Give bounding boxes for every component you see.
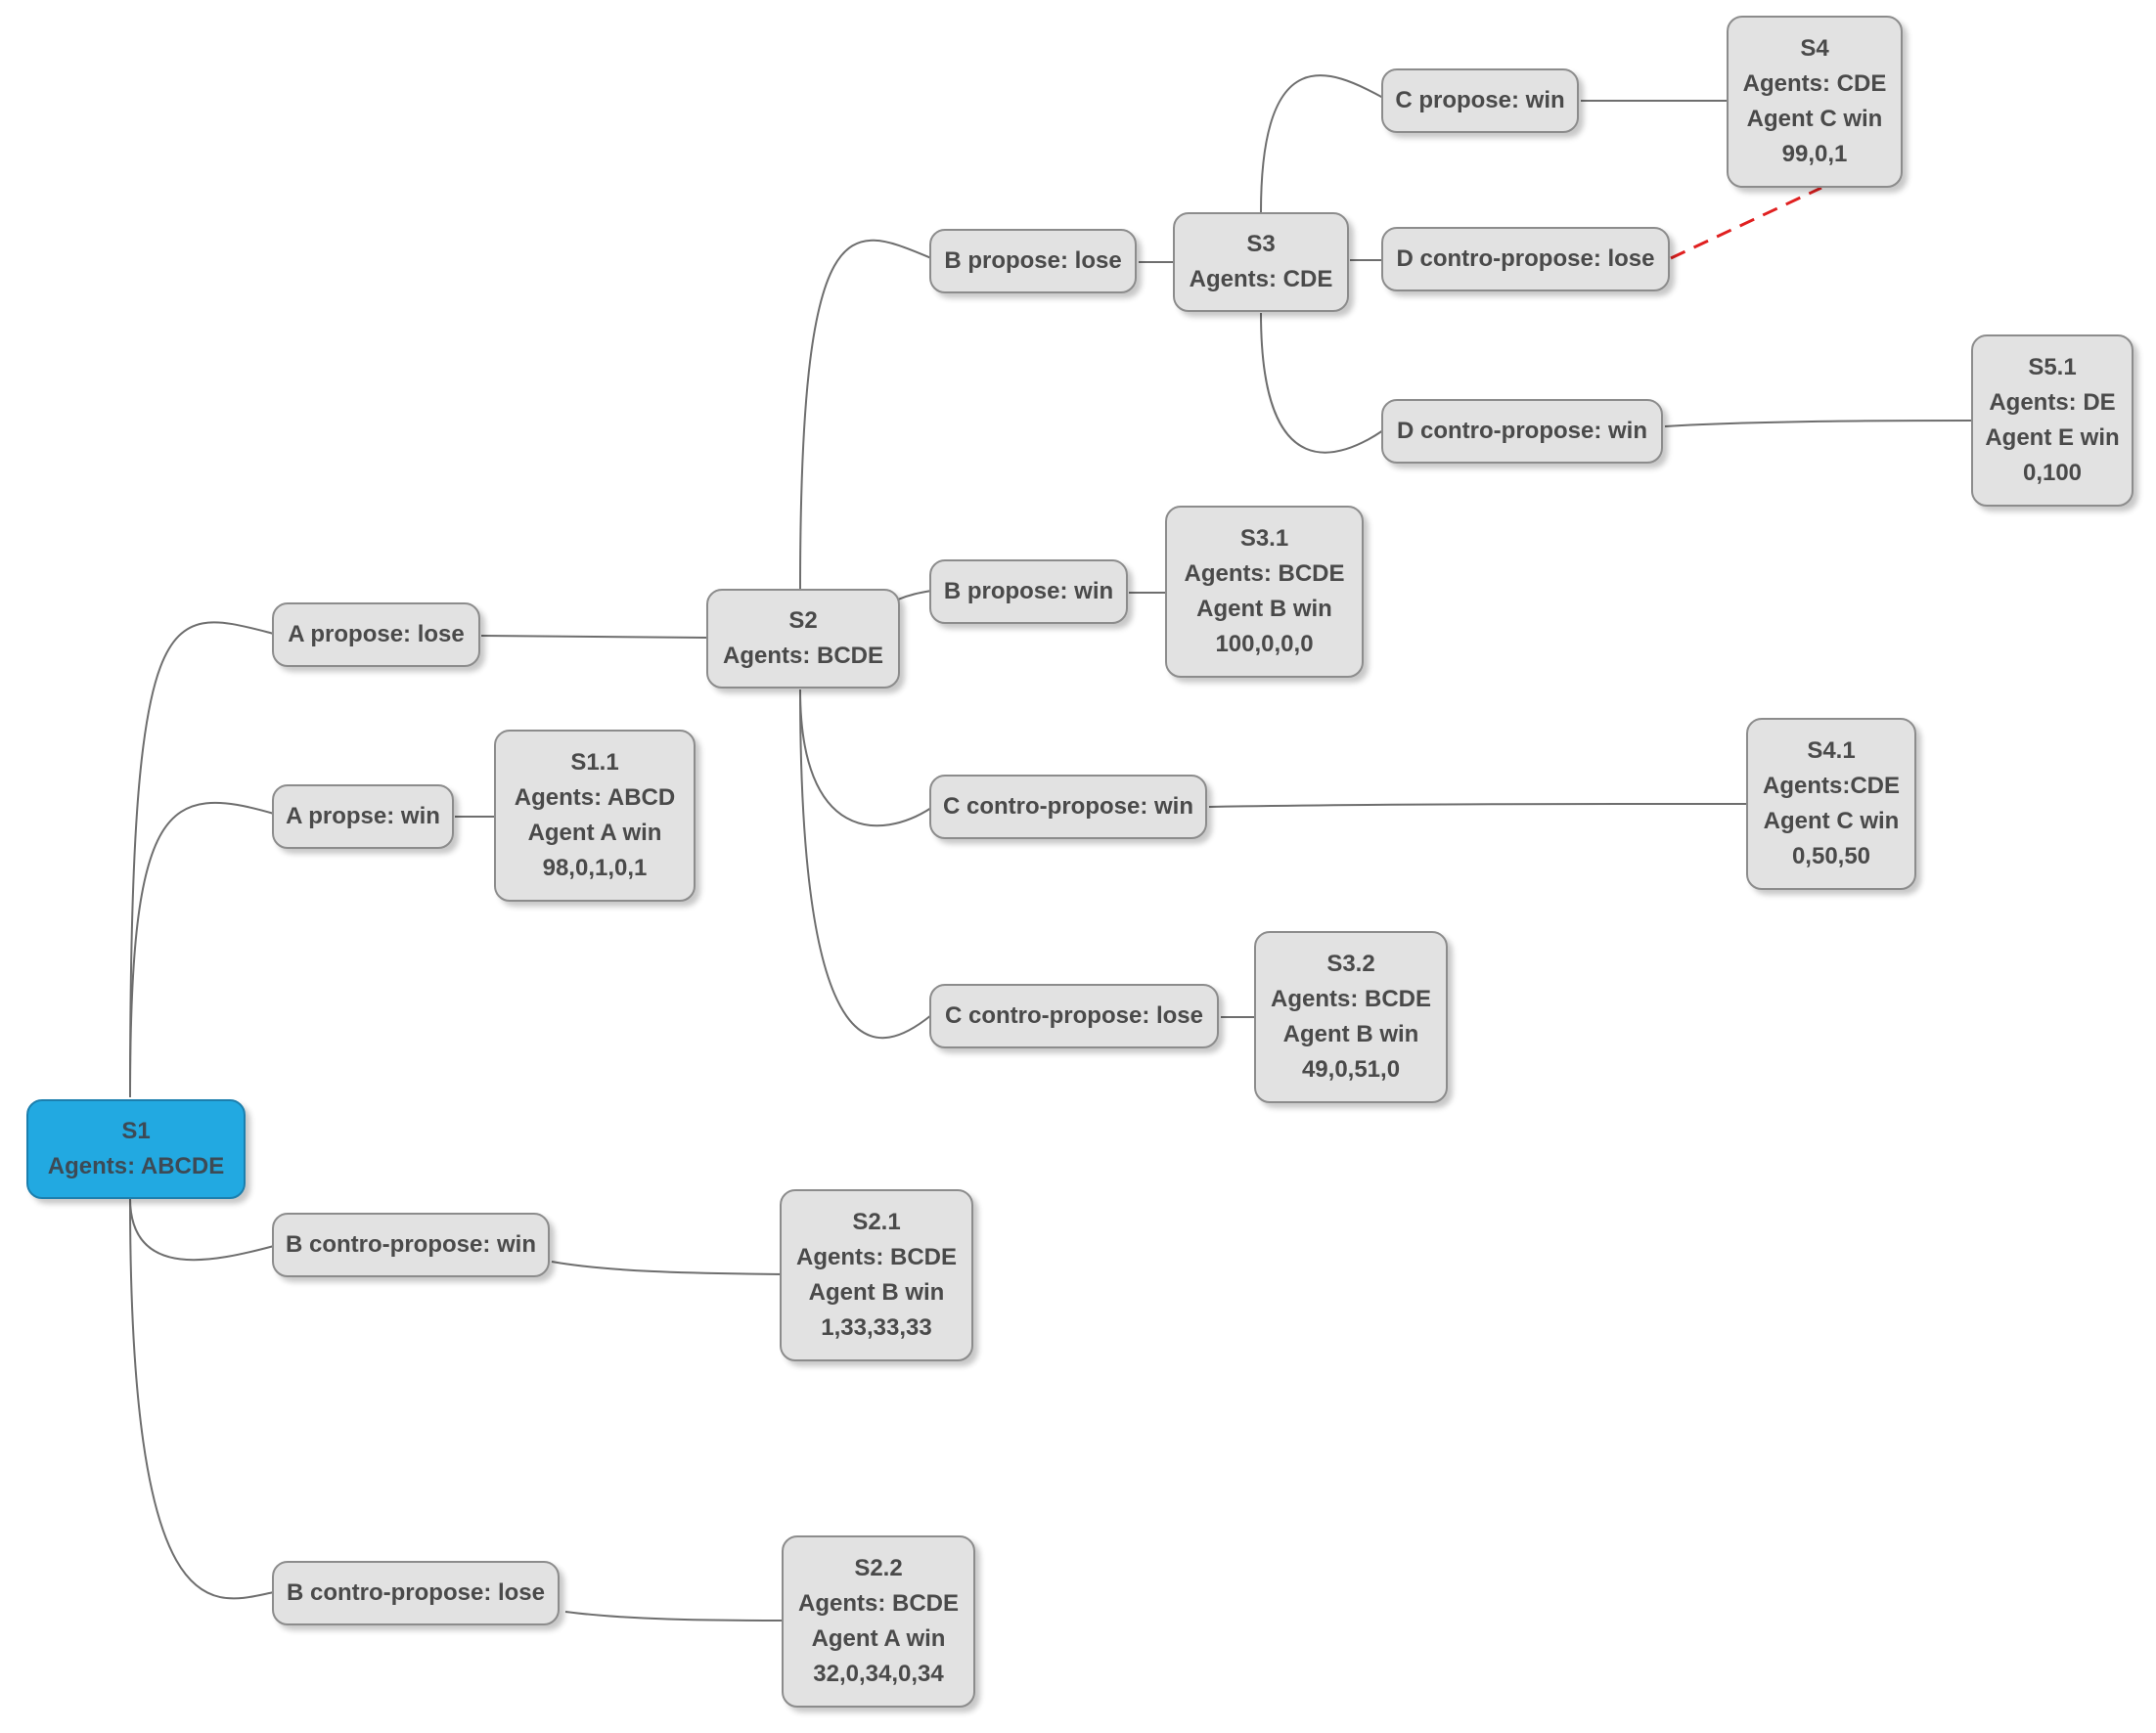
node-s1-1-agents: Agents: ABCD: [514, 784, 676, 811]
node-s2-1-title: S2.1: [852, 1209, 901, 1235]
node-s1-1-title: S1.1: [570, 749, 619, 776]
node-d-contro-propose-lose[interactable]: D contro-propose: lose: [1381, 227, 1670, 291]
node-b-contro-propose-win[interactable]: B contro-propose: win: [272, 1213, 550, 1277]
node-b-propose-lose-label: B propose: lose: [944, 247, 1122, 274]
node-s2-2-agents: Agents: BCDE: [797, 1590, 959, 1617]
node-s3-1-agents: Agents: BCDE: [1184, 560, 1345, 587]
node-b-propose-win[interactable]: B propose: win: [929, 559, 1128, 624]
node-s1[interactable]: S1 Agents: ABCDE: [26, 1099, 246, 1199]
node-s1-agents: Agents: ABCDE: [47, 1153, 225, 1179]
node-a-propose-win-label: A propse: win: [286, 803, 440, 829]
node-s3[interactable]: S3 Agents: CDE: [1173, 212, 1349, 312]
node-s3-2-agents: Agents: BCDE: [1270, 986, 1431, 1012]
edge-c-cw-s4-1: [1208, 803, 1750, 808]
node-c-contro-propose-lose[interactable]: C contro-propose: lose: [929, 984, 1219, 1048]
node-s4-winner: Agent C win: [1746, 106, 1883, 132]
node-b-contro-propose-lose-label: B contro-propose: lose: [286, 1579, 545, 1606]
edge-s1-b-cw: [129, 1197, 275, 1262]
node-c-contro-propose-lose-label: C contro-propose: lose: [944, 1002, 1203, 1029]
edge-s2-c-cw: [799, 689, 932, 827]
node-s2-agents: Agents: BCDE: [722, 643, 883, 669]
node-s3-1-title: S3.1: [1239, 525, 1289, 552]
node-a-propose-lose-label: A propose: lose: [288, 621, 465, 647]
node-s2-2-winner: Agent A win: [811, 1625, 946, 1652]
node-s4-1-winner: Agent C win: [1763, 808, 1900, 834]
node-d-contro-propose-win[interactable]: D contro-propose: win: [1381, 399, 1663, 464]
node-s5-1[interactable]: S5.1 Agents: DE Agent E win 0,100: [1971, 334, 2134, 507]
edge-d-cl-s4-dashed: [1670, 186, 1822, 260]
node-s4-1-title: S4.1: [1807, 737, 1856, 764]
node-s2-1-agents: Agents: BCDE: [795, 1244, 957, 1270]
node-s4-1[interactable]: S4.1 Agents:CDE Agent C win 0,50,50: [1746, 718, 1916, 890]
edge-b-cl-s2-2: [564, 1611, 786, 1622]
edge-b-cw-s2-1: [551, 1261, 784, 1275]
node-s4-payoff: 99,0,1: [1781, 141, 1848, 167]
node-s3-1-winner: Agent B win: [1196, 596, 1332, 622]
node-s1-1-winner: Agent A win: [527, 820, 662, 846]
node-s3-2-payoff: 49,0,51,0: [1301, 1056, 1401, 1083]
node-a-propose-lose[interactable]: A propose: lose: [272, 602, 480, 667]
node-s4-title: S4: [1800, 35, 1829, 62]
node-c-propose-win-label: C propose: win: [1395, 87, 1565, 113]
edge-d-cw-s5-1: [1664, 420, 1975, 427]
node-s2[interactable]: S2 Agents: BCDE: [706, 589, 900, 689]
node-c-contro-propose-win[interactable]: C contro-propose: win: [929, 775, 1207, 839]
node-c-contro-propose-win-label: C contro-propose: win: [943, 793, 1193, 820]
node-d-contro-propose-lose-label: D contro-propose: lose: [1396, 245, 1655, 272]
node-s2-1-payoff: 1,33,33,33: [821, 1314, 932, 1341]
node-a-propose-win[interactable]: A propse: win: [272, 784, 454, 849]
edge-s1-a-lose: [129, 621, 275, 1098]
node-s4-agents: Agents: CDE: [1742, 70, 1887, 97]
node-s5-1-payoff: 0,100: [2022, 460, 2083, 486]
edge-s3-c-pw: [1260, 74, 1384, 213]
edge-s2-b-pl: [799, 239, 932, 591]
node-b-contro-propose-lose[interactable]: B contro-propose: lose: [272, 1561, 560, 1625]
node-s2-1-winner: Agent B win: [808, 1279, 945, 1306]
edge-a-lose-s2: [480, 635, 709, 639]
node-s3-agents: Agents: CDE: [1189, 266, 1333, 292]
edge-s1-b-cl: [129, 1197, 275, 1600]
node-s2-2-title: S2.2: [854, 1555, 903, 1581]
node-s3-2-winner: Agent B win: [1282, 1021, 1419, 1047]
node-s2-2[interactable]: S2.2 Agents: BCDE Agent A win 32,0,34,0,…: [782, 1535, 975, 1708]
node-s1-1-payoff: 98,0,1,0,1: [542, 855, 648, 881]
node-s4[interactable]: S4 Agents: CDE Agent C win 99,0,1: [1727, 16, 1903, 188]
node-c-propose-win[interactable]: C propose: win: [1381, 68, 1579, 133]
node-b-contro-propose-win-label: B contro-propose: win: [286, 1231, 536, 1258]
node-s2-1[interactable]: S2.1 Agents: BCDE Agent B win 1,33,33,33: [780, 1189, 973, 1361]
edge-s2-c-cl: [799, 689, 932, 1040]
node-b-propose-lose[interactable]: B propose: lose: [929, 229, 1137, 293]
node-d-contro-propose-win-label: D contro-propose: win: [1397, 418, 1647, 444]
node-s5-1-title: S5.1: [2028, 354, 2077, 380]
node-s1-title: S1: [121, 1118, 151, 1144]
node-s2-title: S2: [788, 607, 818, 634]
node-s3-1-payoff: 100,0,0,0: [1215, 631, 1314, 657]
edge-s3-d-cw: [1260, 312, 1384, 454]
node-s3-2-title: S3.2: [1326, 951, 1375, 977]
edge-s2-b-pw: [897, 590, 932, 600]
node-s3-title: S3: [1246, 231, 1276, 257]
node-s4-1-agents: Agents:CDE: [1762, 773, 1900, 799]
node-s3-1[interactable]: S3.1 Agents: BCDE Agent B win 100,0,0,0: [1165, 506, 1364, 678]
edge-s1-a-win: [129, 801, 275, 1098]
node-s3-2[interactable]: S3.2 Agents: BCDE Agent B win 49,0,51,0: [1254, 931, 1448, 1103]
node-s2-2-payoff: 32,0,34,0,34: [813, 1661, 944, 1687]
node-s5-1-winner: Agent E win: [1985, 424, 2120, 451]
node-s5-1-agents: Agents: DE: [1989, 389, 2116, 416]
node-b-propose-win-label: B propose: win: [943, 578, 1114, 604]
node-s4-1-payoff: 0,50,50: [1791, 843, 1871, 869]
node-s1-1[interactable]: S1.1 Agents: ABCD Agent A win 98,0,1,0,1: [494, 730, 696, 902]
